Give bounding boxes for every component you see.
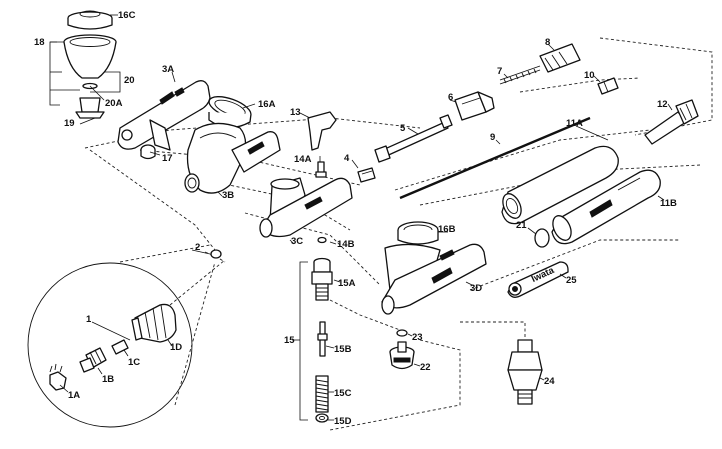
spring-guide-8 <box>539 43 581 73</box>
label-20: 20 <box>124 75 135 86</box>
o-ring-23 <box>396 329 408 337</box>
label-15a: 15A <box>338 278 356 289</box>
label-15d: 15D <box>334 416 352 427</box>
spring-7 <box>499 65 541 85</box>
label-14a: 14A <box>294 154 312 165</box>
label-8: 8 <box>545 37 550 48</box>
gravity-cup <box>63 34 117 119</box>
label-3c: 3C <box>291 236 303 247</box>
label-1d: 1D <box>170 342 182 353</box>
label-16a: 16A <box>258 99 276 110</box>
o-ring-14b <box>317 236 327 244</box>
body-3a <box>117 80 211 151</box>
part-15b <box>317 321 328 357</box>
body-3c <box>259 177 353 238</box>
lid-16a <box>208 96 252 129</box>
handle-11b <box>551 169 661 245</box>
lid-16c <box>67 10 113 30</box>
label-25: 25 <box>566 275 577 286</box>
label-1a: 1A <box>68 390 80 401</box>
label-16b: 16B <box>438 224 456 235</box>
label-1c: 1C <box>128 357 140 368</box>
needle-chucking-5 <box>374 114 453 163</box>
label-3d: 3D <box>470 283 482 294</box>
label-7: 7 <box>497 66 502 77</box>
label-2: 2 <box>195 242 200 253</box>
part-labels: 16C 18 20 20A 19 3A 17 16A 3B 13 14A 3C … <box>34 10 677 427</box>
label-11a: 11A <box>566 118 583 129</box>
label-12: 12 <box>657 99 668 110</box>
label-23: 23 <box>412 332 423 343</box>
wrench-25: Iwata <box>507 261 569 298</box>
knob-17 <box>140 144 156 160</box>
label-5: 5 <box>400 123 406 134</box>
nozzle-cap-1a <box>49 363 67 391</box>
part-4 <box>357 167 376 183</box>
spring-15c <box>315 375 329 413</box>
label-11b: 11B <box>660 198 677 209</box>
trigger-lever-13 <box>307 111 337 151</box>
nozzle-1c <box>111 339 129 355</box>
nozzle-cap-1d <box>131 303 177 343</box>
label-10: 10 <box>584 70 595 81</box>
label-3b: 3B <box>222 190 234 201</box>
handle-11a <box>501 145 619 225</box>
valve-14a <box>315 161 327 178</box>
label-3a: 3A <box>162 64 174 75</box>
label-1: 1 <box>86 314 92 325</box>
bracket-15 <box>299 261 308 421</box>
nozzle-1b <box>79 347 107 373</box>
part-12 <box>644 99 699 145</box>
label-9: 9 <box>490 132 495 143</box>
lid-16b <box>397 221 439 245</box>
label-15c: 15C <box>334 388 352 399</box>
label-17: 17 <box>162 153 173 164</box>
o-ring-21 <box>534 228 550 248</box>
body-3d <box>381 243 487 315</box>
label-18: 18 <box>34 37 45 48</box>
valve-22 <box>389 341 415 370</box>
part-6 <box>454 91 495 121</box>
label-4: 4 <box>344 153 350 164</box>
label-16c: 16C <box>118 10 136 21</box>
label-20a: 20A <box>105 98 123 109</box>
label-21: 21 <box>516 220 527 231</box>
label-13: 13 <box>290 107 301 118</box>
nut-15d <box>315 413 329 423</box>
leader-lines <box>59 14 673 421</box>
label-15: 15 <box>284 335 295 346</box>
part-15a <box>311 257 333 301</box>
label-19: 19 <box>64 118 75 129</box>
label-14b: 14B <box>337 239 355 250</box>
part-10 <box>597 77 619 95</box>
o-ring-2 <box>210 249 222 259</box>
label-22: 22 <box>420 362 431 373</box>
needle-9 <box>399 116 591 200</box>
label-6: 6 <box>448 92 453 103</box>
label-15b: 15B <box>334 344 352 355</box>
label-1b: 1B <box>102 374 114 385</box>
label-24: 24 <box>544 376 555 387</box>
body-3b <box>184 122 281 194</box>
detail-circle-nozzle-group <box>27 244 216 428</box>
adaptor-24 <box>507 339 543 405</box>
